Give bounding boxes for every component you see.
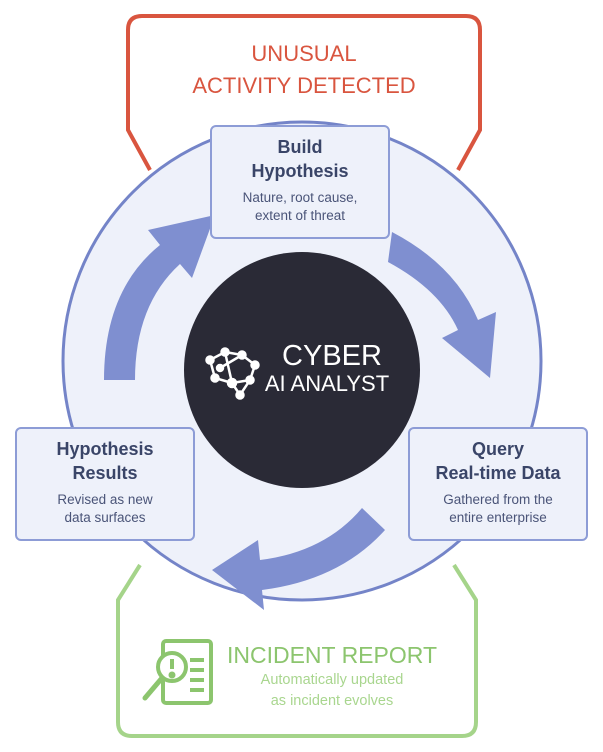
arrow-to-query	[388, 232, 496, 378]
step-desc: entire enterprise	[449, 510, 547, 525]
step-title: Build	[277, 137, 323, 157]
center-line1: CYBER	[282, 340, 382, 372]
step-desc: extent of threat	[254, 208, 346, 223]
report-title: INCIDENT REPORT	[226, 642, 437, 668]
report-frame	[116, 563, 478, 738]
step-desc: Revised as new	[57, 492, 153, 507]
neural-network-icon	[205, 347, 260, 400]
report-desc1: Automatically updated	[260, 672, 404, 688]
step-desc: data surfaces	[64, 510, 146, 525]
step-title: Hypothesis	[56, 439, 154, 459]
report-desc2: as incident evolves	[270, 693, 394, 709]
step-desc: Gathered from the	[443, 492, 553, 507]
alert-title: UNUSUAL ACTIVITY DETECTED	[128, 38, 480, 102]
report-text: INCIDENT REPORT Automatically updated as…	[222, 640, 442, 712]
alert-line1: UNUSUAL	[251, 41, 357, 66]
step-title: Real-time Data	[435, 463, 561, 483]
step-title: Query	[471, 439, 525, 459]
step-title: Hypothesis	[251, 161, 349, 181]
alert-frame	[126, 14, 482, 171]
cycle-arrows	[104, 215, 496, 610]
arrow-to-results	[212, 508, 385, 610]
arrow-to-build	[104, 215, 215, 380]
alert-line2: ACTIVITY DETECTED	[192, 73, 416, 98]
center-line2: AI ANALYST	[264, 371, 390, 396]
step-title: Results	[72, 463, 138, 483]
report-magnifier-icon	[142, 639, 213, 705]
step-desc: Nature, root cause,	[242, 190, 358, 205]
center-title: CYBER AI ANALYST	[262, 341, 402, 397]
center-circle	[184, 252, 420, 488]
